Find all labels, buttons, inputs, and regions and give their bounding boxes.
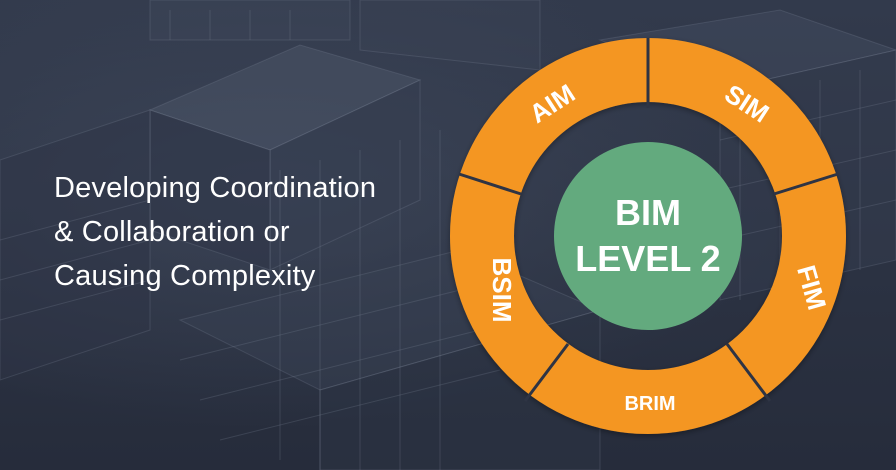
headline: Developing Coordination & Collaboration …: [54, 166, 434, 298]
segment-divider: [773, 172, 839, 196]
segment-divider: [523, 343, 570, 402]
center-circle: [554, 142, 742, 330]
headline-line-1: Developing Coordination: [54, 172, 377, 204]
center-label-line-1: BIM: [615, 192, 681, 233]
headline-line-3: Causing Complexity: [54, 260, 316, 292]
segment-label-bsim: BSIM: [487, 258, 517, 323]
center-label-line-2: LEVEL 2: [575, 238, 720, 279]
segment-label-brim: BRIM: [624, 393, 675, 415]
headline-line-2: & Collaboration or: [54, 216, 290, 248]
segment-divider: [458, 172, 522, 196]
segment-divider: [725, 343, 772, 402]
